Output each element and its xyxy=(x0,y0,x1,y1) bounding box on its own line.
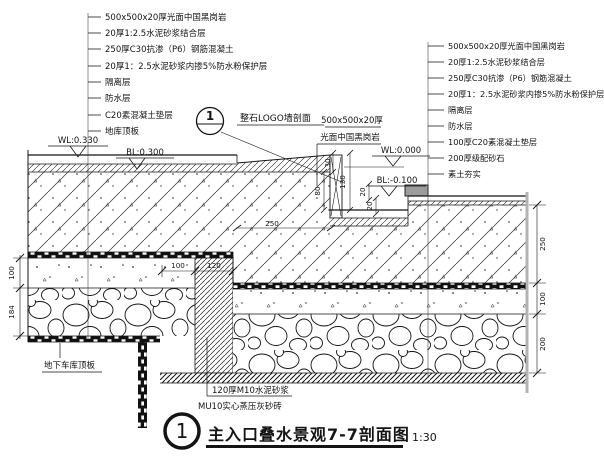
outline-lines xyxy=(27,13,529,393)
layer-label: 250厚C30抗渗（P6）钢筋混凝土 xyxy=(448,73,572,83)
level-bl-upper: BL:0.300 xyxy=(126,148,164,158)
left-layer-callouts: 500x500x20厚光面中国黑岗岩 20厚1:2.5水泥砂浆结合层 250厚C… xyxy=(88,12,267,137)
dim-wall-80: 80 xyxy=(313,186,322,196)
gravel-left xyxy=(28,288,195,336)
stone-callout-line1: 500x500x20厚 xyxy=(321,116,383,126)
dim-right-200: 200 xyxy=(538,337,547,351)
title-block: 1 主入口叠水景观7-7剖面图 1:30 xyxy=(163,412,437,450)
mortar-bed-upper xyxy=(28,164,237,172)
level-wl-lower: WL:0.000 xyxy=(381,146,421,156)
right-layer-callouts: 500x500x20厚光面中国黑岗岩 20厚1:2.5水泥砂浆结合层 250厚C… xyxy=(428,41,604,179)
layer-label: 防水层 xyxy=(105,93,131,104)
detail-bubble-label: 整石LOGO墙剖面 xyxy=(240,112,311,124)
layer-label: 250厚C30抗渗（P6）钢筋混凝土 xyxy=(105,44,234,55)
layer-label: 防水层 xyxy=(448,121,473,131)
detail-bubble: 1 整石LOGO墙剖面 xyxy=(195,106,345,184)
concrete-plaza xyxy=(408,205,527,283)
layer-label: 隔离层 xyxy=(448,105,473,115)
dim-base-100: 100 xyxy=(171,261,185,270)
title-number: 1 xyxy=(176,419,189,443)
stone-callout: 500x500x20厚 光面中国黑岗岩 xyxy=(316,116,383,186)
dim-wall-130: 130 xyxy=(338,175,347,189)
cushion-right xyxy=(233,289,527,314)
garage-slab-label: 地下车库顶板 xyxy=(44,360,96,371)
granite-curb-stone xyxy=(404,184,429,197)
garage-roof-band xyxy=(28,336,160,342)
gravel-right xyxy=(233,314,527,373)
weir-mortar xyxy=(237,155,330,172)
layer-label: 地库顶板 xyxy=(105,126,140,137)
layer-label: 20厚1:2.5水泥砂浆结合层 xyxy=(448,57,545,67)
layer-label: 20厚1:2.5水泥砂浆结合层 xyxy=(105,28,206,39)
dim-wall-width: 250 xyxy=(265,219,279,228)
dim-left-100: 100 xyxy=(7,266,16,280)
dim-wall-20a: 20 xyxy=(358,187,367,197)
layer-label: 200厚级配砂石 xyxy=(448,153,505,163)
bottom-callouts: 地下车库顶板 120厚M10水泥砂浆 MU10实心蒸压灰砂砖 xyxy=(42,338,292,412)
concrete-wall-base xyxy=(233,252,330,283)
concrete-lower-pool xyxy=(330,226,408,283)
title-number-circle xyxy=(163,412,201,450)
concrete-slab-upper xyxy=(28,172,330,252)
layer-label: 素土夯实 xyxy=(448,169,481,179)
stone-callout-line2: 光面中国黑岗岩 xyxy=(320,132,380,143)
dim-left-184: 184 xyxy=(7,305,16,319)
cushion-left xyxy=(28,258,195,288)
layer-label: 隔离层 xyxy=(105,77,131,88)
detail-bubble-number: 1 xyxy=(206,109,214,123)
tamped-earth-band xyxy=(160,373,527,383)
waterproof-membrane-left xyxy=(28,252,233,258)
mortar-bed-lower xyxy=(330,218,408,226)
brick-wall xyxy=(194,257,234,374)
waterproof-membrane-right xyxy=(233,283,527,289)
layer-label: 20厚1：2.5水泥砂浆内掺5%防水粉保护层 xyxy=(448,89,604,99)
layer-label: 500x500x20厚光面中国黑岗岩 xyxy=(105,12,227,23)
layer-label: 500x500x20厚光面中国黑岗岩 xyxy=(448,41,565,51)
layer-label: C20素混凝土垫层 xyxy=(105,110,173,121)
title-underline xyxy=(206,445,403,448)
level-bl-lower: BL:-0.100 xyxy=(377,176,418,186)
brick-label: MU10实心蒸压灰砂砖 xyxy=(198,401,282,412)
drawing-title: 主入口叠水景观7-7剖面图 xyxy=(208,425,410,444)
garage-wall-bar xyxy=(138,342,147,428)
dimensions: 100 184 250 100 200 250 100 120 30 130 8… xyxy=(7,149,547,378)
layer-label: 20厚1：2.5水泥砂浆内掺5%防水粉保护层 xyxy=(105,61,267,72)
mortar-bed-plaza xyxy=(408,201,527,205)
dim-wall-30: 30 xyxy=(323,158,332,168)
dim-base-120: 120 xyxy=(207,261,221,270)
dim-wall-20b: 20 xyxy=(365,201,374,211)
mortar-label: 120厚M10水泥砂浆 xyxy=(212,385,289,396)
dim-right-100: 100 xyxy=(538,292,547,306)
level-markers: WL:0.330 BL:0.300 WL:0.000 BL:-0.100 xyxy=(48,136,430,197)
dim-right-250: 250 xyxy=(538,237,547,251)
level-wl-upper: WL:0.330 xyxy=(58,136,98,146)
layer-label: 100厚C20素混凝土垫层 xyxy=(448,137,537,147)
drawing-scale: 1:30 xyxy=(412,431,437,444)
